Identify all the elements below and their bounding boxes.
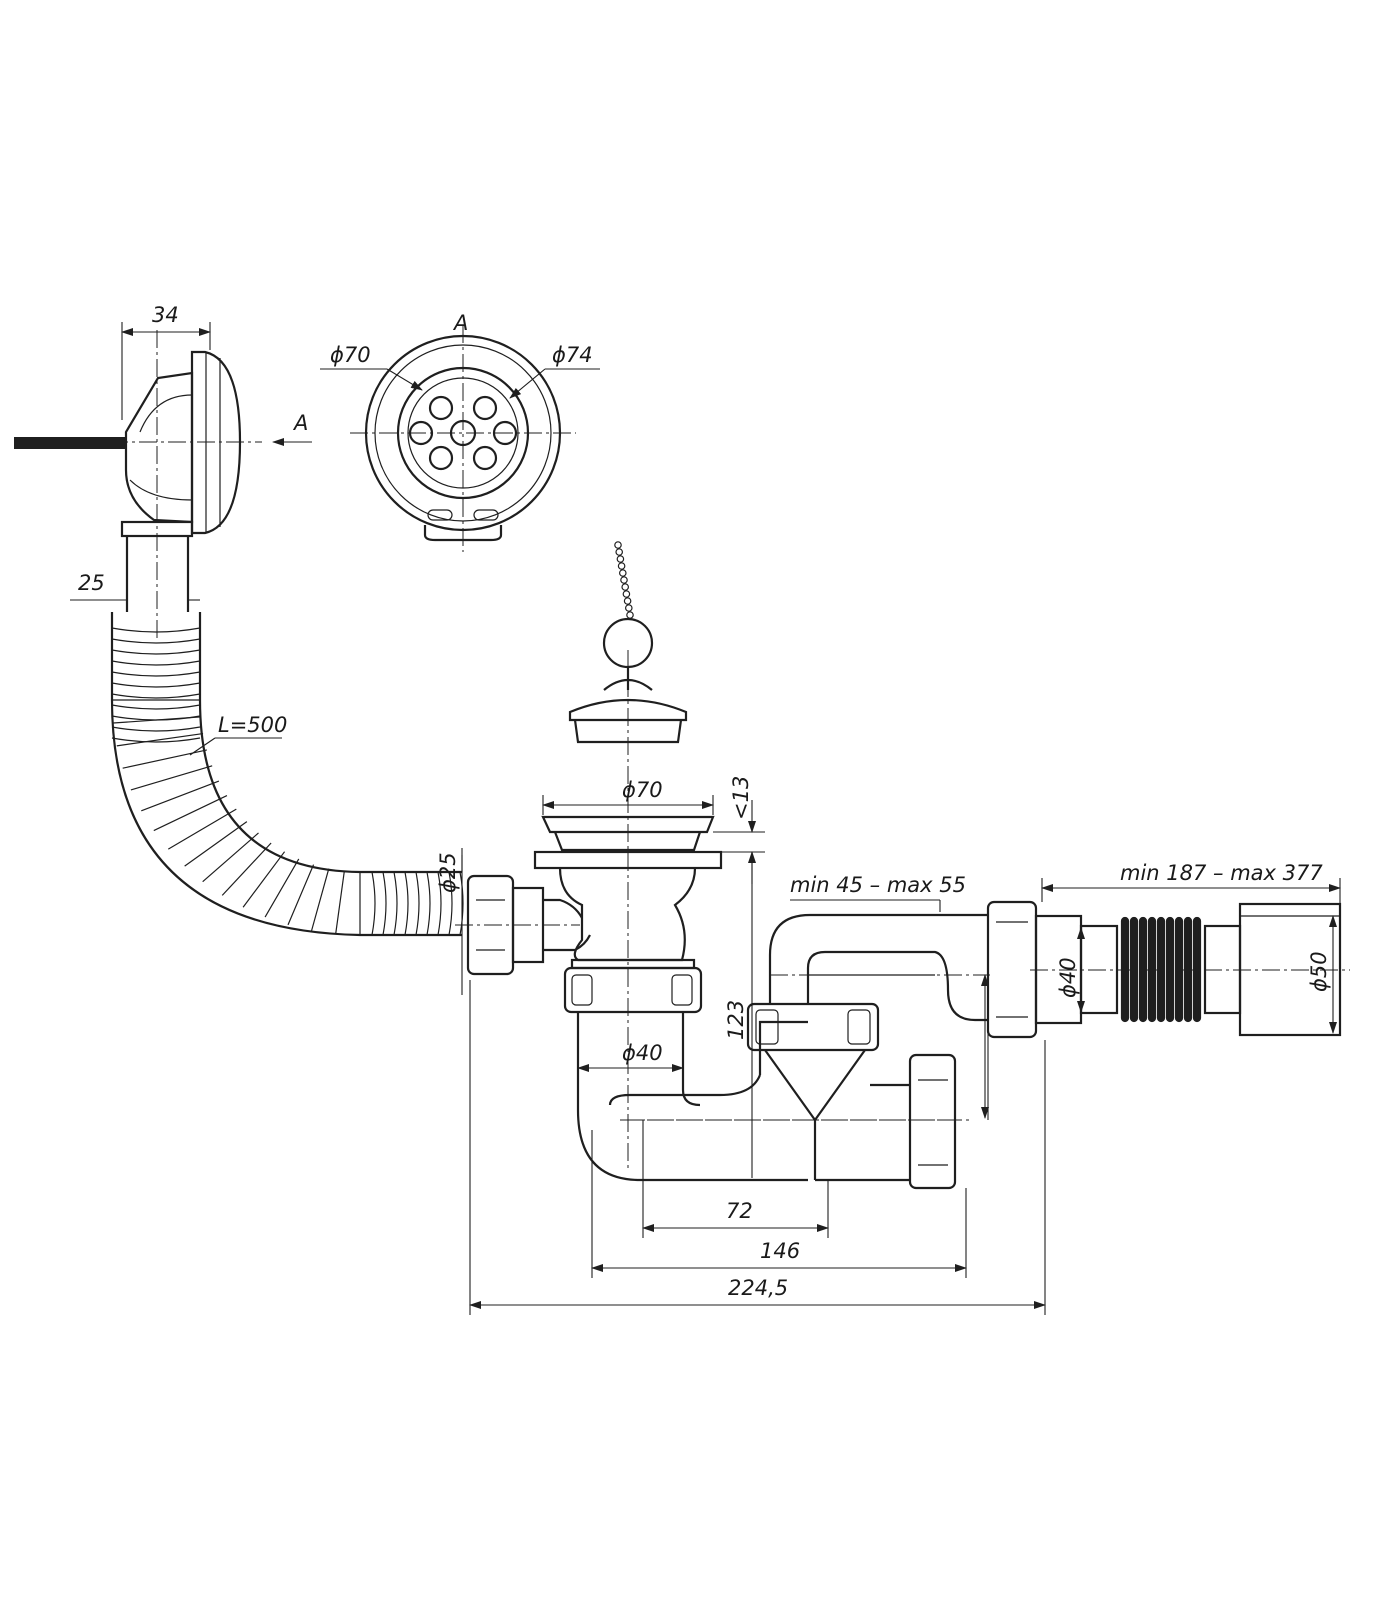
hose-rib [141, 780, 220, 812]
hose-rib [111, 671, 201, 677]
chain-link [617, 562, 626, 570]
dimensions-lower: ϕ70 <13 123 ϕ25 ϕ40 min 45 – max 55 min … [436, 776, 1341, 1315]
hose-rib [335, 871, 345, 934]
view-a-grille: A ϕ70 ϕ74 [320, 311, 600, 552]
hose-rib [311, 868, 330, 931]
trap-union-nut [746, 1002, 880, 1052]
corrugated-hose: L=500 [110, 612, 464, 937]
hose-rib [242, 851, 286, 908]
plug-with-chain [568, 541, 688, 1170]
hose-rib [113, 716, 201, 724]
d146-label: 146 [760, 1239, 800, 1263]
overflow-rod [14, 437, 127, 449]
hose-rib [111, 726, 201, 732]
view-a-label: A [452, 311, 468, 335]
hose-rib [264, 858, 300, 918]
d72-label: 72 [726, 1199, 753, 1223]
chain-link [614, 541, 622, 549]
hose-rib [130, 765, 213, 791]
phi40-trap-label: ϕ40 [622, 1041, 663, 1065]
dim-34-label: 34 [152, 303, 179, 327]
lt13-label: <13 [729, 776, 753, 820]
view-arrow-a: A [272, 411, 312, 446]
chain-link [615, 548, 624, 556]
hose-rib [459, 871, 464, 936]
overflow-assembly [14, 330, 262, 640]
dim-34: 34 [121, 303, 211, 420]
chain-link [618, 569, 627, 577]
hose-rib [448, 871, 453, 936]
hose-rib [184, 821, 248, 867]
hose-rib [393, 871, 398, 936]
hose-rib [415, 871, 420, 936]
hose-rib [153, 795, 228, 832]
chain-link [620, 576, 628, 584]
hose-rib [437, 871, 442, 936]
chain-link [623, 597, 632, 605]
min187-max377-label: min 187 – max 377 [1120, 861, 1323, 885]
hose-rib [382, 871, 387, 936]
plug-cap [568, 698, 688, 722]
hose-rib [111, 649, 201, 655]
drain-union-nut [563, 966, 703, 1014]
min45-max55-label: min 45 – max 55 [790, 873, 966, 897]
chain-link [621, 583, 630, 591]
outlet-union-nut [908, 1053, 957, 1190]
hose-rib [426, 871, 431, 936]
hose-rib [111, 627, 201, 633]
dim-25: 25 [70, 571, 200, 601]
phi50-label: ϕ50 [1307, 951, 1331, 992]
hose-rib [221, 842, 272, 896]
chain-link [626, 611, 634, 619]
hose-rib [404, 871, 409, 936]
hose-rib [111, 660, 201, 666]
d224-5-label: 224,5 [728, 1276, 788, 1300]
hose-rib [371, 871, 376, 936]
drain-flange [541, 815, 715, 834]
hose-rib [111, 704, 201, 710]
hose-rib [111, 693, 201, 699]
hose-rib [116, 732, 204, 747]
dim-25-label: 25 [78, 571, 105, 595]
hose-length-label: L=500 [218, 713, 287, 737]
phi70-drain-label: ϕ70 [622, 778, 663, 802]
hose-rib [167, 808, 237, 850]
phi25-label: ϕ25 [436, 852, 460, 893]
chain-link [622, 590, 631, 598]
hose-rib [111, 638, 201, 644]
hose-rib [111, 682, 201, 688]
hose-rib [111, 737, 201, 743]
hose-rib [202, 832, 259, 883]
d123-label: 123 [724, 1000, 748, 1040]
chain-link [624, 604, 633, 612]
phi40-outlet-label: ϕ40 [1056, 957, 1080, 998]
phi74-label: ϕ74 [552, 343, 593, 367]
hose-rib [287, 864, 315, 926]
drain-nut-plate [533, 850, 723, 870]
chain-link [616, 555, 625, 563]
phi70-view-label: ϕ70 [330, 343, 371, 367]
view-arrow-label: A [292, 411, 308, 435]
